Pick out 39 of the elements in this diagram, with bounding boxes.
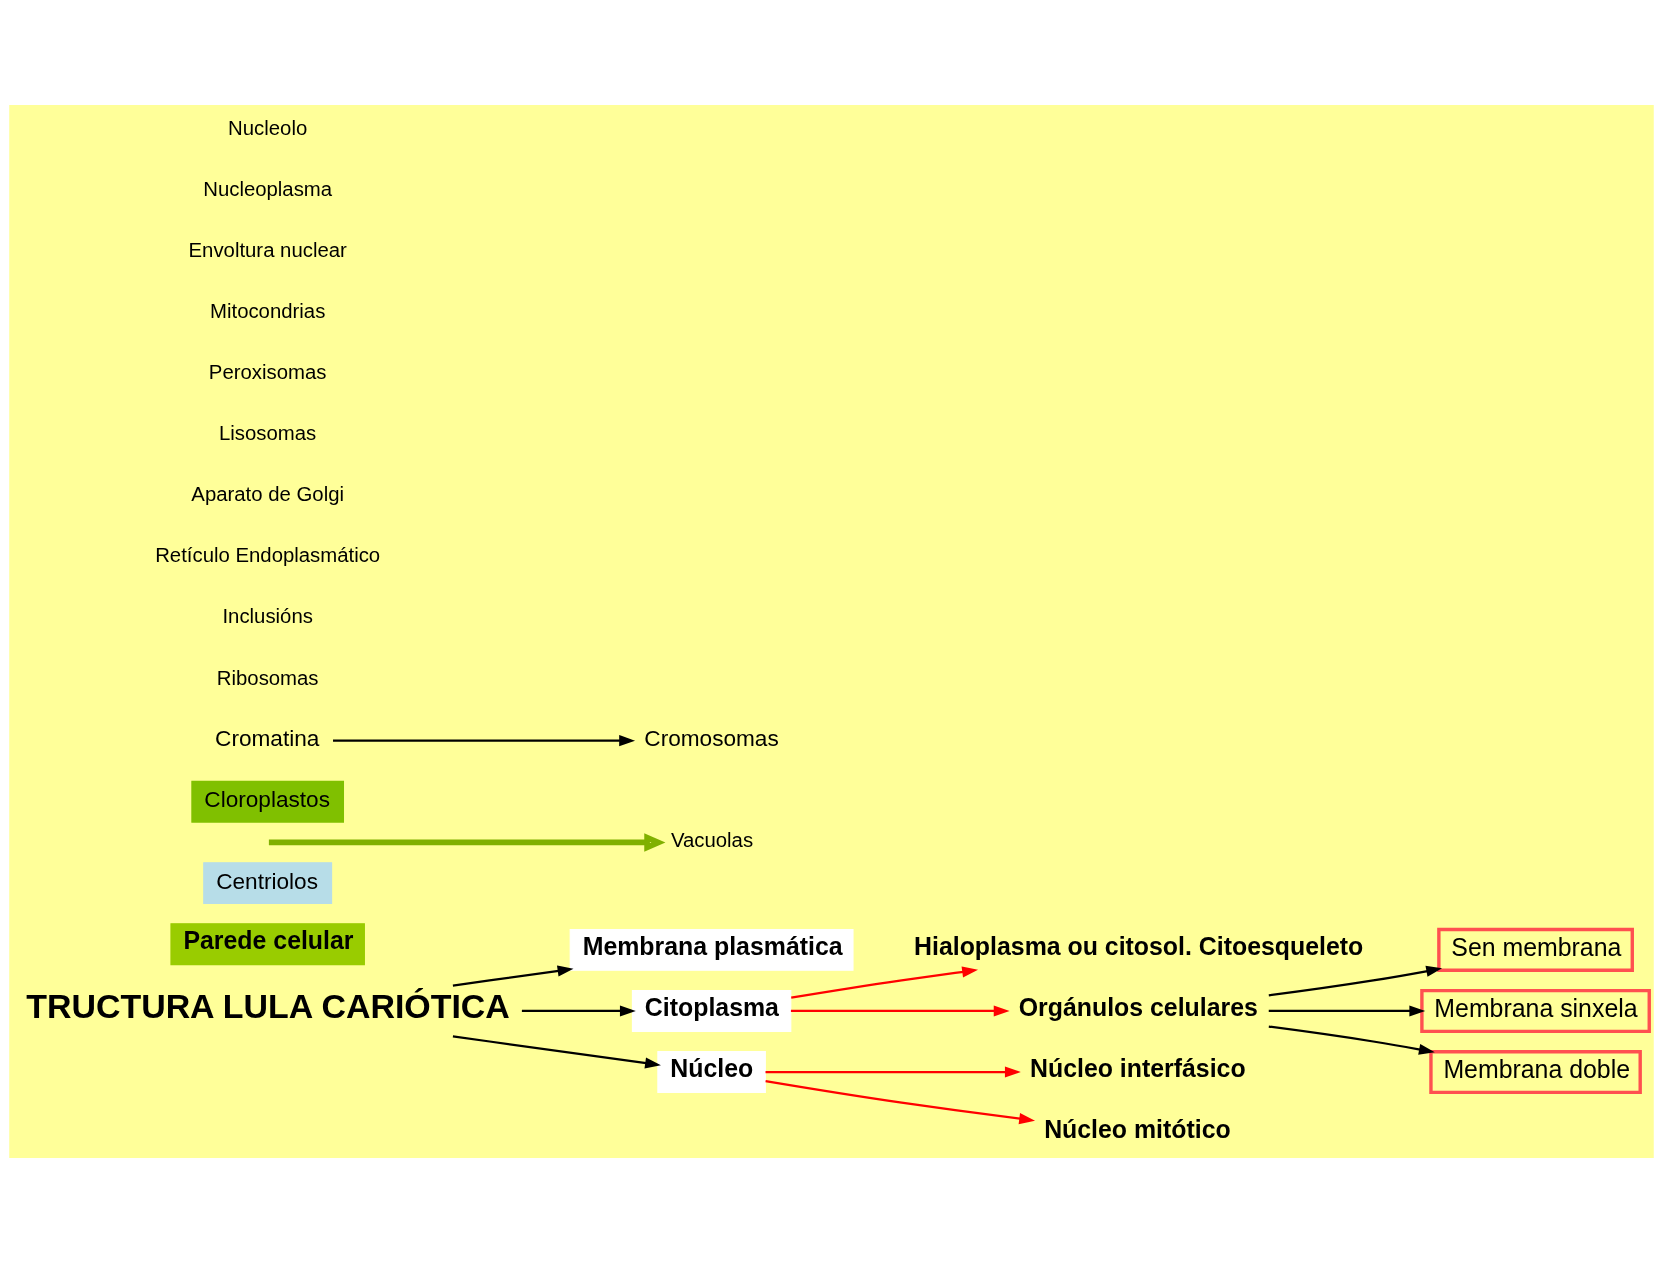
node-text: Hialoplasma ou citosol. Citoesqueleto: [913, 931, 1363, 960]
node-box: Centriolos: [202, 861, 332, 904]
label: Retículo Endoplasmático: [154, 543, 380, 566]
label: Nucleolo: [227, 116, 307, 139]
arrow: [332, 734, 635, 746]
node-text: Cromosomas: [643, 725, 779, 751]
node-box: Citoplasma: [631, 989, 791, 1032]
node-text: Cromatina: [214, 725, 319, 751]
label: Lisosomas: [218, 421, 316, 444]
label: Inclusións: [221, 604, 313, 627]
arrow: [452, 965, 573, 987]
node-box: Sen membrana: [1436, 927, 1634, 972]
arrow: [1268, 965, 1442, 996]
node-box: Membrana plasmática: [569, 928, 854, 971]
label: Nucleoplasma: [202, 177, 332, 200]
label: Peroxisomas: [208, 360, 326, 383]
node-text: Núcleo mitótico: [1043, 1114, 1231, 1143]
label: Ribosomas: [216, 666, 319, 689]
label: Mitocondrias: [209, 299, 325, 322]
node-box: Membrana doble: [1428, 1049, 1642, 1094]
arrow: [1268, 1024, 1435, 1055]
node-box: Núcleo: [656, 1050, 766, 1093]
node-text: Núcleo interfásico: [1029, 1053, 1246, 1082]
node-text: TRUCTURA LULA CARIÓTICA: [25, 986, 510, 1025]
arrow: [790, 1004, 1010, 1016]
arrow: [765, 1066, 1021, 1078]
arrow: [452, 1034, 661, 1069]
arrow: [268, 832, 665, 852]
node-box: Cloroplastos: [190, 780, 344, 823]
label: Aparato de Golgi: [190, 482, 344, 505]
node-text: Orgánulos celulares: [1018, 992, 1258, 1021]
node-box: Membrana sinxela: [1419, 988, 1651, 1033]
arrow: [1268, 1004, 1425, 1016]
label: Envoltura nuclear: [188, 238, 347, 261]
arrow: [521, 1004, 636, 1016]
arrow: [790, 965, 978, 999]
node-text: Vacuolas: [670, 828, 753, 851]
node-box: Parede celular: [169, 922, 365, 965]
arrow: [764, 1079, 1035, 1124]
